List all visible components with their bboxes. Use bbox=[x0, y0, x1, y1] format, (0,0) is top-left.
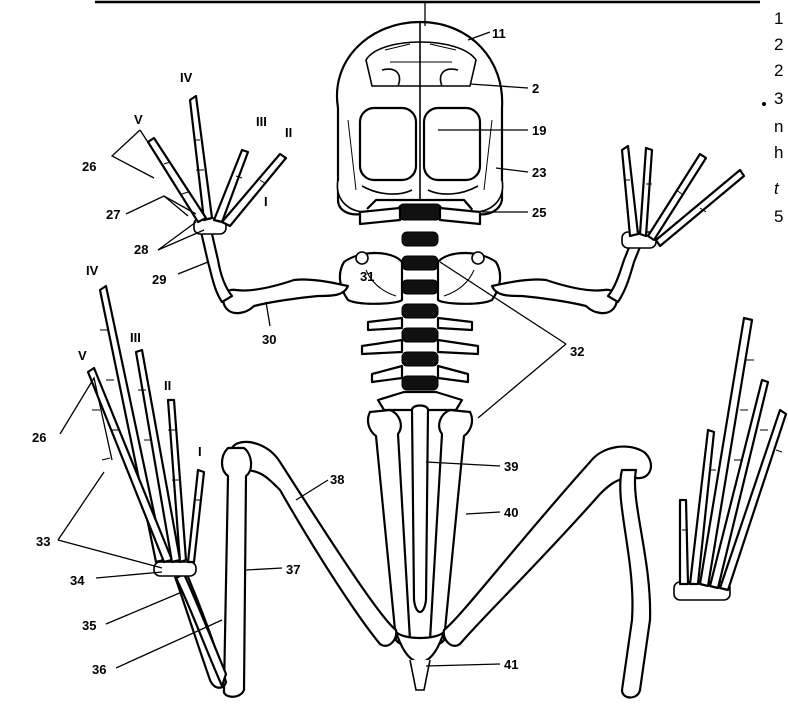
margin-char-6: h bbox=[774, 143, 783, 162]
label-30: 30 bbox=[262, 332, 276, 347]
label-32: 32 bbox=[570, 344, 584, 359]
label-26-foot: 26 bbox=[32, 430, 46, 445]
label-11: 11 bbox=[492, 26, 506, 41]
hand-digit-III: III bbox=[256, 114, 267, 129]
foot-digit-II: II bbox=[164, 378, 171, 393]
label-38: 38 bbox=[330, 472, 344, 487]
margin-char-4: 3 bbox=[774, 89, 783, 108]
margin-char-7: t bbox=[774, 179, 780, 198]
left-tibiofibula bbox=[222, 448, 251, 697]
label-25: 25 bbox=[532, 205, 546, 220]
label-41: 41 bbox=[504, 657, 518, 672]
margin-char-3: 2 bbox=[774, 61, 783, 80]
right-orbit bbox=[424, 108, 480, 180]
left-femur bbox=[229, 442, 396, 646]
label-19: 19 bbox=[532, 123, 546, 138]
label-33: 33 bbox=[36, 534, 50, 549]
digit-labels: IV V III II I IV III V II I bbox=[78, 70, 292, 459]
label-23: 23 bbox=[532, 165, 546, 180]
label-40: 40 bbox=[504, 505, 518, 520]
label-36: 36 bbox=[92, 662, 106, 677]
foot-digit-IV: IV bbox=[86, 263, 99, 278]
left-hindlimb bbox=[88, 286, 396, 697]
margin-char-1: 1 bbox=[774, 9, 783, 28]
label-26-hand: 26 bbox=[82, 159, 96, 174]
foot-digit-V: V bbox=[78, 348, 87, 363]
margin-char-2: 2 bbox=[774, 35, 783, 54]
label-28: 28 bbox=[134, 242, 148, 257]
vertebral-column bbox=[360, 204, 480, 410]
label-29: 29 bbox=[152, 272, 166, 287]
foot-digit-III: III bbox=[130, 330, 141, 345]
hand-digit-IV: IV bbox=[180, 70, 193, 85]
skull bbox=[337, 22, 503, 214]
label-35: 35 bbox=[82, 618, 96, 633]
margin-char-8: 5 bbox=[774, 207, 783, 226]
label-34: 34 bbox=[70, 573, 85, 588]
right-forelimb bbox=[492, 146, 744, 313]
right-tibiofibula bbox=[620, 470, 650, 698]
label-39: 39 bbox=[504, 459, 518, 474]
left-radioulna bbox=[202, 230, 232, 302]
margin-text: 1 2 2 3 n h t 5 bbox=[762, 9, 783, 226]
hand-digit-II: II bbox=[285, 125, 292, 140]
hand-digit-V: V bbox=[134, 112, 143, 127]
urostyle bbox=[412, 406, 428, 613]
right-hindlimb bbox=[444, 318, 786, 698]
pelvic-girdle bbox=[368, 406, 472, 691]
margin-dot bbox=[762, 102, 766, 106]
margin-char-5: n bbox=[774, 117, 783, 136]
hand-digit-I: I bbox=[264, 194, 268, 209]
label-31: 31 bbox=[360, 269, 374, 284]
left-orbit bbox=[360, 108, 416, 180]
foot-digit-I: I bbox=[198, 444, 202, 459]
label-2: 2 bbox=[532, 81, 539, 96]
label-37: 37 bbox=[286, 562, 300, 577]
label-27: 27 bbox=[106, 207, 120, 222]
left-humerus bbox=[223, 279, 348, 313]
